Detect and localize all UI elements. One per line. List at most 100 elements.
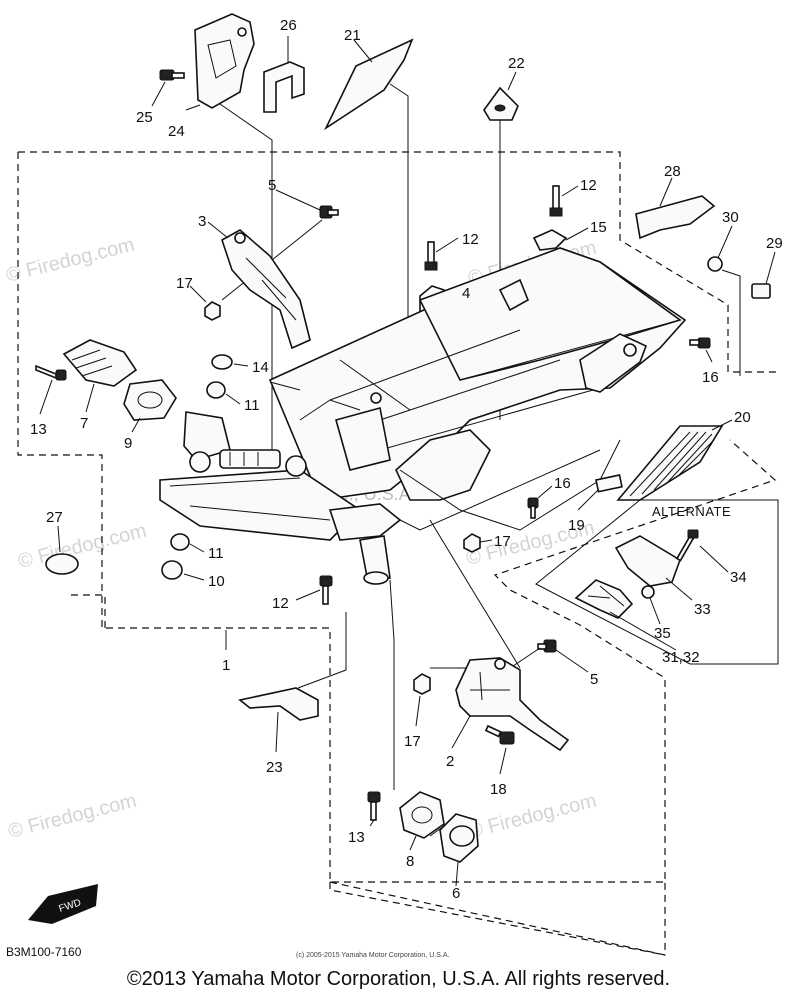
callout-12: 12 bbox=[272, 595, 289, 612]
callout-20: 20 bbox=[734, 409, 751, 426]
watermark-text: © Firedog.com bbox=[6, 790, 139, 843]
callout-10: 10 bbox=[208, 573, 225, 590]
callout-8: 8 bbox=[406, 853, 414, 870]
callout-13: 13 bbox=[30, 421, 47, 438]
leader-line bbox=[353, 39, 409, 320]
bushing-11-lower bbox=[170, 533, 190, 551]
bracket-15 bbox=[532, 229, 568, 251]
bushing-10 bbox=[161, 560, 183, 580]
callout-26: 26 bbox=[280, 17, 297, 34]
screw-13-lower bbox=[367, 791, 381, 821]
leader-line bbox=[479, 539, 493, 543]
leader-line bbox=[185, 103, 273, 460]
alternate-label: ALTERNATE bbox=[652, 504, 731, 519]
leader-line bbox=[561, 185, 579, 197]
leader-line bbox=[389, 579, 445, 837]
leader-line bbox=[577, 489, 599, 511]
callout-14: 14 bbox=[252, 359, 269, 376]
fwd-arrow-icon: FWD bbox=[28, 884, 98, 924]
callout-16: 16 bbox=[702, 369, 719, 386]
callout-1: 1 bbox=[222, 657, 230, 674]
main-frame bbox=[268, 247, 687, 531]
callout-7: 7 bbox=[80, 415, 88, 432]
bolt-16-right bbox=[689, 337, 711, 349]
callout-34: 34 bbox=[730, 569, 747, 586]
callout-17: 17 bbox=[404, 733, 421, 750]
bracket-3 bbox=[221, 229, 311, 350]
plate-8 bbox=[399, 791, 445, 839]
diagram-code: B3M100-7160 bbox=[6, 945, 82, 959]
callout-23: 23 bbox=[266, 759, 283, 776]
label-19 bbox=[595, 474, 623, 493]
nut-17-mid bbox=[463, 533, 481, 553]
watermark-text: © Firedog.com bbox=[4, 234, 137, 287]
callout-12: 12 bbox=[462, 231, 479, 248]
assembly-outline bbox=[17, 151, 777, 956]
callout-21: 21 bbox=[344, 27, 361, 44]
leader-line bbox=[151, 81, 166, 107]
leader-line bbox=[39, 379, 53, 415]
callout-29: 29 bbox=[766, 235, 783, 252]
leader-line bbox=[275, 612, 347, 753]
callout-28: 28 bbox=[664, 163, 681, 180]
callout-15: 15 bbox=[590, 219, 607, 236]
callout-25: 25 bbox=[136, 109, 153, 126]
leader-line bbox=[451, 715, 471, 749]
callout-16: 16 bbox=[554, 475, 571, 492]
clip-29 bbox=[751, 283, 771, 299]
callout-17: 17 bbox=[494, 533, 511, 550]
leader-line bbox=[269, 359, 411, 411]
leader-line bbox=[659, 177, 673, 207]
callout-19: 19 bbox=[568, 517, 585, 534]
leader-line bbox=[499, 747, 507, 775]
leader-line bbox=[711, 419, 733, 431]
front-cradle bbox=[159, 411, 402, 585]
copyright-footer: ©2013 Yamaha Motor Corporation, U.S.A. A… bbox=[126, 968, 671, 990]
leader-line bbox=[85, 383, 95, 413]
plate-28 bbox=[635, 195, 716, 240]
callout-labels: 1 2 3 4 5 5 6 7 8 9 10 11 11 12 12 12 13… bbox=[30, 17, 783, 902]
leader-line bbox=[455, 861, 459, 887]
leader-line bbox=[131, 417, 141, 433]
bolt-12-mid bbox=[424, 241, 438, 271]
callout-6: 6 bbox=[452, 885, 460, 902]
cap-27 bbox=[45, 553, 79, 575]
leader-line bbox=[57, 525, 61, 553]
leader-line bbox=[225, 393, 241, 405]
leader-line bbox=[409, 835, 417, 851]
watermark-text: © Firedog.com bbox=[466, 790, 599, 843]
leader-line bbox=[435, 237, 459, 253]
bushing-11-upper bbox=[206, 381, 226, 399]
panel-21 bbox=[324, 38, 414, 131]
leader-line bbox=[765, 251, 776, 285]
spacer-26 bbox=[263, 61, 305, 113]
plate-9 bbox=[123, 379, 177, 421]
grip-7 bbox=[62, 339, 138, 387]
callout-33: 33 bbox=[694, 601, 711, 618]
nut-17-lower bbox=[413, 673, 431, 695]
pivot-6 bbox=[439, 813, 479, 863]
leader-line bbox=[369, 819, 375, 827]
leader-line bbox=[429, 519, 521, 669]
callout-12: 12 bbox=[580, 177, 597, 194]
callout-22: 22 bbox=[508, 55, 525, 72]
lower-outline bbox=[70, 594, 666, 956]
leader-line bbox=[537, 485, 553, 499]
leader-line bbox=[705, 349, 713, 363]
callout-4: 4 bbox=[462, 285, 470, 302]
leader-line bbox=[183, 573, 205, 581]
leader-line bbox=[295, 589, 321, 601]
callout-5: 5 bbox=[268, 177, 276, 194]
callout-18: 18 bbox=[490, 781, 507, 798]
washer-14 bbox=[211, 354, 233, 370]
callout-11: 11 bbox=[244, 397, 260, 414]
callout-2: 2 bbox=[446, 753, 454, 770]
alternate-box: ALTERNATE bbox=[535, 499, 779, 665]
callout-35: 35 bbox=[654, 625, 671, 642]
bolt-12-top bbox=[549, 185, 563, 217]
callout-9: 9 bbox=[124, 435, 132, 452]
leader-line bbox=[565, 227, 589, 241]
callout-31-32: 31,32 bbox=[662, 649, 700, 666]
bolt-12-lower bbox=[319, 575, 333, 605]
